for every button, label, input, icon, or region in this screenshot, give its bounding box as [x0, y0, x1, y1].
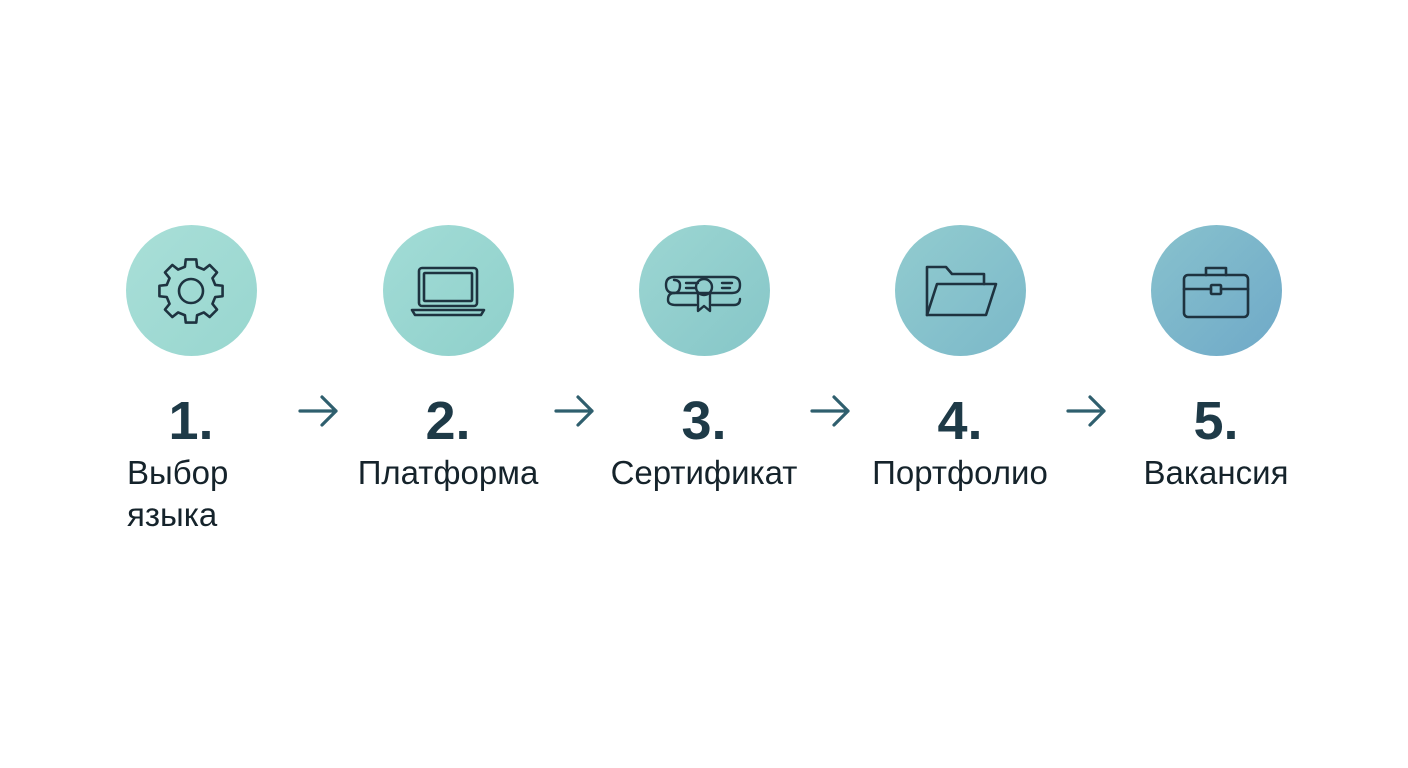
step-4-label: Портфолио — [872, 454, 1048, 491]
step-3-circle — [638, 225, 770, 356]
arrow-right-icon — [1066, 395, 1106, 427]
laptop-icon — [410, 266, 486, 316]
step-3-label: Сертификат — [610, 454, 798, 491]
step-2-number: 2. — [425, 391, 471, 451]
gear-icon — [158, 257, 224, 324]
arrow-right-icon — [810, 395, 850, 427]
step-1-number: 1. — [168, 391, 214, 451]
step-1: 1. Выбор языка — [81, 225, 301, 536]
step-1-label: Выбор языка — [127, 454, 229, 533]
step-4-circle — [894, 225, 1026, 356]
step-5-circle — [1150, 225, 1282, 356]
step-1-circle — [125, 225, 257, 356]
step-2: 2. Платформа — [338, 225, 558, 494]
step-4-number: 4. — [937, 391, 983, 451]
step-5-number: 5. — [1193, 391, 1239, 451]
step-5-label: Вакансия — [1143, 454, 1289, 491]
step-2-label: Платформа — [357, 454, 539, 491]
folder-icon — [925, 265, 998, 316]
step-2-circle — [382, 225, 514, 356]
diploma-icon — [664, 275, 742, 312]
step-4: 4. Портфолио — [850, 225, 1070, 494]
step-3-number: 3. — [681, 391, 727, 451]
arrow-right-icon — [554, 395, 594, 427]
step-5: 5. Вакансия — [1106, 225, 1326, 494]
briefcase-icon — [1182, 266, 1250, 318]
step-3: 3. Сертификат — [594, 225, 814, 494]
arrow-right-icon — [298, 395, 338, 427]
